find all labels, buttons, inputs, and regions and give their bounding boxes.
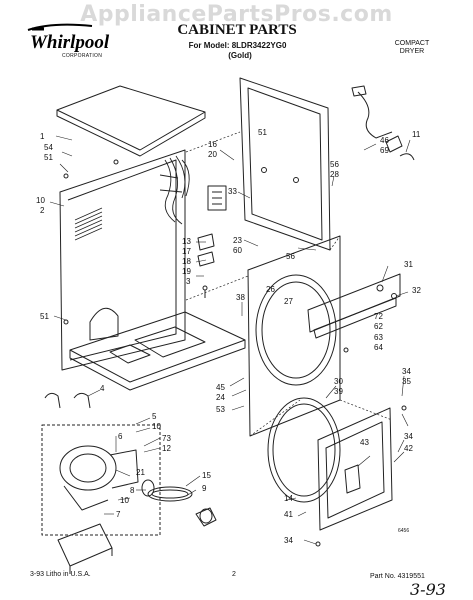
- control-panel-part[interactable]: [307, 273, 401, 339]
- cabinet-side-panel-part[interactable]: [59, 149, 186, 371]
- callout-42: 42: [404, 444, 413, 453]
- switch-bracket-part[interactable]: [197, 233, 215, 298]
- footer-litho: 3-93 Litho in U.S.A.: [30, 571, 91, 578]
- door-assembly-part[interactable]: [317, 407, 393, 531]
- appliance-type: COMPACT DRYER: [382, 40, 442, 56]
- footer-page-number: 2: [232, 571, 236, 578]
- callout-18: 18: [182, 257, 191, 266]
- terminal-block-part[interactable]: [207, 185, 227, 211]
- callout-72: 72: [374, 312, 383, 321]
- callout-16: 16: [208, 140, 217, 149]
- callout-leader-lines: [49, 135, 411, 545]
- callout-69: 69: [380, 146, 389, 155]
- callout-5: 5: [152, 412, 157, 421]
- door-ring-part[interactable]: [267, 397, 341, 503]
- callout-19: 19: [182, 267, 191, 276]
- callout-35: 35: [402, 377, 411, 386]
- callout-32: 32: [412, 286, 421, 295]
- motor-assembly-part[interactable]: [41, 424, 161, 536]
- callout-15: 15: [202, 471, 211, 480]
- top-panel-part[interactable]: [56, 85, 206, 157]
- callout-12: 12: [162, 444, 171, 453]
- callout-3: 3: [186, 277, 191, 286]
- callout-9: 9: [202, 484, 207, 493]
- callout-23: 23: [233, 236, 242, 245]
- callout-60: 60: [233, 246, 242, 255]
- callout-24: 24: [216, 393, 225, 402]
- callout-20: 20: [208, 150, 217, 159]
- callout-34: 34: [404, 432, 413, 441]
- callout-13: 13: [182, 237, 191, 246]
- brand-swoosh-icon: [27, 23, 93, 31]
- callout-10: 10: [152, 422, 161, 431]
- callout-45: 45: [216, 383, 225, 392]
- brand-logo: Whirlpool CORPORATION: [22, 20, 132, 59]
- callout-34: 34: [402, 367, 411, 376]
- callout-51: 51: [258, 128, 267, 137]
- callout-62: 62: [374, 322, 383, 331]
- callout-8: 8: [130, 486, 135, 495]
- callout-27: 27: [284, 297, 293, 306]
- callout-14: 14: [284, 494, 293, 503]
- cabinet-base-part[interactable]: [69, 311, 246, 391]
- model-color: (Gold): [228, 51, 252, 60]
- callout-46: 46: [380, 136, 389, 145]
- callout-7: 7: [116, 510, 121, 519]
- callout-31: 31: [404, 260, 413, 269]
- callout-28: 28: [330, 170, 339, 179]
- callout-34: 34: [284, 536, 293, 545]
- page-title: CABINET PARTS: [177, 22, 297, 38]
- callout-2: 2: [40, 206, 45, 215]
- footer-part-number: Part No. 4319551: [370, 573, 425, 580]
- power-cord-part[interactable]: [351, 85, 415, 161]
- callout-56: 56: [286, 252, 295, 261]
- callout-56: 56: [330, 160, 339, 169]
- idler-pulley-part[interactable]: [141, 479, 217, 527]
- callout-17: 17: [182, 247, 191, 256]
- callout-33: 33: [228, 187, 237, 196]
- callout-26: 26: [266, 285, 275, 294]
- figure-code: 6456: [398, 528, 410, 534]
- brand-sub: CORPORATION: [62, 53, 103, 59]
- appliance-type-line2: DRYER: [399, 48, 425, 55]
- appliance-type-line1: COMPACT: [394, 40, 430, 47]
- model-number: For Model: 8LDR3422YG0: [188, 41, 287, 50]
- callout-64: 64: [374, 343, 383, 352]
- callout-51: 51: [44, 153, 53, 162]
- brand-name: Whirlpool: [30, 32, 110, 53]
- screws-part[interactable]: [63, 159, 407, 547]
- callout-11: 11: [412, 130, 421, 139]
- callout-1: 1: [40, 132, 45, 141]
- assembly-guide-lines: [185, 131, 393, 437]
- callout-73: 73: [162, 434, 171, 443]
- callout-10: 10: [36, 196, 45, 205]
- watermark-text: AppliancePartsPros.com: [80, 2, 393, 27]
- callout-53: 53: [216, 405, 225, 414]
- callout-63: 63: [374, 333, 383, 342]
- callout-30: 30: [334, 377, 343, 386]
- drive-belt-part[interactable]: [147, 486, 193, 502]
- wiring-harness-part[interactable]: [159, 155, 190, 225]
- callout-43: 43: [360, 438, 369, 447]
- motor-mount-part[interactable]: [57, 523, 113, 574]
- callout-41: 41: [284, 510, 293, 519]
- callout-6: 6: [118, 432, 123, 441]
- callout-39: 39: [334, 387, 343, 396]
- callout-54: 54: [44, 143, 53, 152]
- callout-38: 38: [236, 293, 245, 302]
- callout-10: 10: [120, 496, 129, 505]
- bracket-clips-part[interactable]: [44, 392, 91, 409]
- callout-51: 51: [40, 312, 49, 321]
- callout-21: 21: [136, 468, 145, 477]
- callout-4: 4: [100, 384, 105, 393]
- handwritten-date: 3-93: [410, 580, 446, 599]
- front-panel-frame-part[interactable]: [239, 77, 331, 251]
